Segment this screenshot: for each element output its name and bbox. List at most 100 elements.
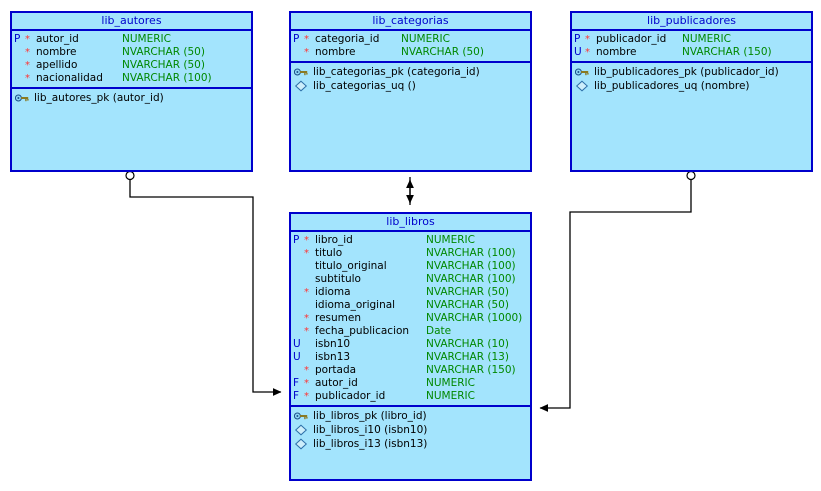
index-label: lib_libros_i10 (isbn10) bbox=[313, 424, 428, 436]
attribute-row[interactable]: * nombre NVARCHAR (50) bbox=[12, 46, 251, 59]
attribute-key-marker: P bbox=[14, 33, 21, 45]
relationship-path-autores-libros bbox=[129, 180, 282, 396]
index-row[interactable]: lib_autores_pk (autor_id) bbox=[12, 91, 251, 105]
attribute-required-marker: * bbox=[25, 73, 30, 84]
index-list-lib_autores: lib_autores_pk (autor_id) bbox=[12, 89, 251, 107]
attribute-datatype: NVARCHAR (150) bbox=[682, 46, 772, 58]
index-label: lib_autores_pk (autor_id) bbox=[34, 92, 164, 104]
relationship-source-circle-autores bbox=[125, 170, 135, 181]
attribute-key-marker: U bbox=[293, 338, 301, 350]
index-label: lib_categorias_pk (categoria_id) bbox=[313, 66, 480, 78]
index-row[interactable]: lib_libros_i10 (isbn10) bbox=[291, 423, 530, 437]
diamond-icon bbox=[294, 80, 308, 92]
attribute-datatype: Date bbox=[426, 325, 452, 337]
attribute-datatype: NVARCHAR (50) bbox=[122, 46, 205, 58]
attribute-key-marker: P bbox=[574, 33, 581, 45]
attribute-name: subtitulo bbox=[315, 273, 361, 285]
index-row[interactable]: lib_categorias_uq () bbox=[291, 79, 530, 93]
attribute-datatype: NUMERIC bbox=[426, 377, 475, 389]
attribute-required-marker: * bbox=[25, 34, 30, 45]
key-icon bbox=[575, 68, 589, 76]
attribute-name: autor_id bbox=[315, 377, 358, 389]
index-list-lib_libros: lib_libros_pk (libro_id) lib_libros_i10 (… bbox=[291, 407, 530, 453]
relationship-path-publicadores-libros bbox=[539, 180, 692, 412]
attribute-datatype: NUMERIC bbox=[426, 234, 475, 246]
attribute-name: idioma_original bbox=[315, 299, 396, 311]
attribute-key-marker: P bbox=[293, 234, 300, 246]
attribute-row[interactable]: idioma_original NVARCHAR (50) bbox=[291, 299, 530, 312]
attribute-required-marker: * bbox=[304, 235, 309, 246]
attribute-datatype: NUMERIC bbox=[426, 390, 475, 402]
attribute-datatype: NVARCHAR (150) bbox=[426, 364, 516, 376]
attribute-datatype: NVARCHAR (50) bbox=[122, 59, 205, 71]
attribute-key-marker: U bbox=[293, 351, 301, 363]
entity-title-lib_publicadores: lib_publicadores bbox=[572, 13, 811, 31]
attribute-name: nombre bbox=[315, 46, 356, 58]
index-label: lib_libros_pk (libro_id) bbox=[313, 410, 427, 422]
attribute-required-marker: * bbox=[25, 60, 30, 71]
index-row[interactable]: lib_publicadores_uq (nombre) bbox=[572, 79, 811, 93]
attribute-name: titulo bbox=[315, 247, 343, 259]
index-label: lib_publicadores_pk (publicador_id) bbox=[594, 66, 779, 78]
index-label: lib_categorias_uq () bbox=[313, 80, 416, 92]
attribute-datatype: NUMERIC bbox=[401, 33, 450, 45]
attribute-name: nombre bbox=[36, 46, 77, 58]
entity-title-lib_categorias: lib_categorias bbox=[291, 13, 530, 31]
attribute-datatype: NVARCHAR (100) bbox=[122, 72, 212, 84]
attribute-name: apellido bbox=[36, 59, 78, 71]
attribute-key-marker: F bbox=[293, 390, 300, 402]
index-row[interactable]: lib_categorias_pk (categoria_id) bbox=[291, 65, 530, 79]
attribute-row[interactable]: * resumen NVARCHAR (1000) bbox=[291, 312, 530, 325]
attribute-datatype: NVARCHAR (100) bbox=[426, 260, 516, 272]
attribute-row[interactable]: * apellido NVARCHAR (50) bbox=[12, 59, 251, 72]
attribute-name: publicador_id bbox=[315, 390, 386, 402]
attribute-name: portada bbox=[315, 364, 357, 376]
index-row[interactable]: lib_libros_i13 (isbn13) bbox=[291, 437, 530, 451]
attribute-name: publicador_id bbox=[596, 33, 667, 45]
index-label: lib_libros_i13 (isbn13) bbox=[313, 438, 428, 450]
attribute-name: isbn10 bbox=[315, 338, 351, 350]
attribute-required-marker: * bbox=[585, 47, 590, 58]
relationship-publicadores-libros bbox=[539, 170, 696, 412]
attribute-datatype: NVARCHAR (1000) bbox=[426, 312, 523, 324]
attribute-required-marker: * bbox=[304, 313, 309, 324]
index-label: lib_publicadores_uq (nombre) bbox=[594, 80, 750, 92]
diamond-icon bbox=[294, 424, 308, 436]
key-icon bbox=[294, 412, 308, 420]
index-row[interactable]: lib_publicadores_pk (publicador_id) bbox=[572, 65, 811, 79]
key-icon bbox=[15, 94, 29, 102]
attribute-required-marker: * bbox=[585, 34, 590, 45]
index-row[interactable]: lib_libros_pk (libro_id) bbox=[291, 409, 530, 423]
entity-title-lib_autores: lib_autores bbox=[12, 13, 251, 31]
attribute-datatype: NVARCHAR (10) bbox=[426, 338, 509, 350]
attribute-datatype: NVARCHAR (50) bbox=[401, 46, 484, 58]
relationship-autores-libros bbox=[125, 170, 282, 396]
attribute-required-marker: * bbox=[25, 47, 30, 58]
attribute-name: resumen bbox=[315, 312, 362, 324]
attribute-datatype: NVARCHAR (50) bbox=[426, 299, 509, 311]
